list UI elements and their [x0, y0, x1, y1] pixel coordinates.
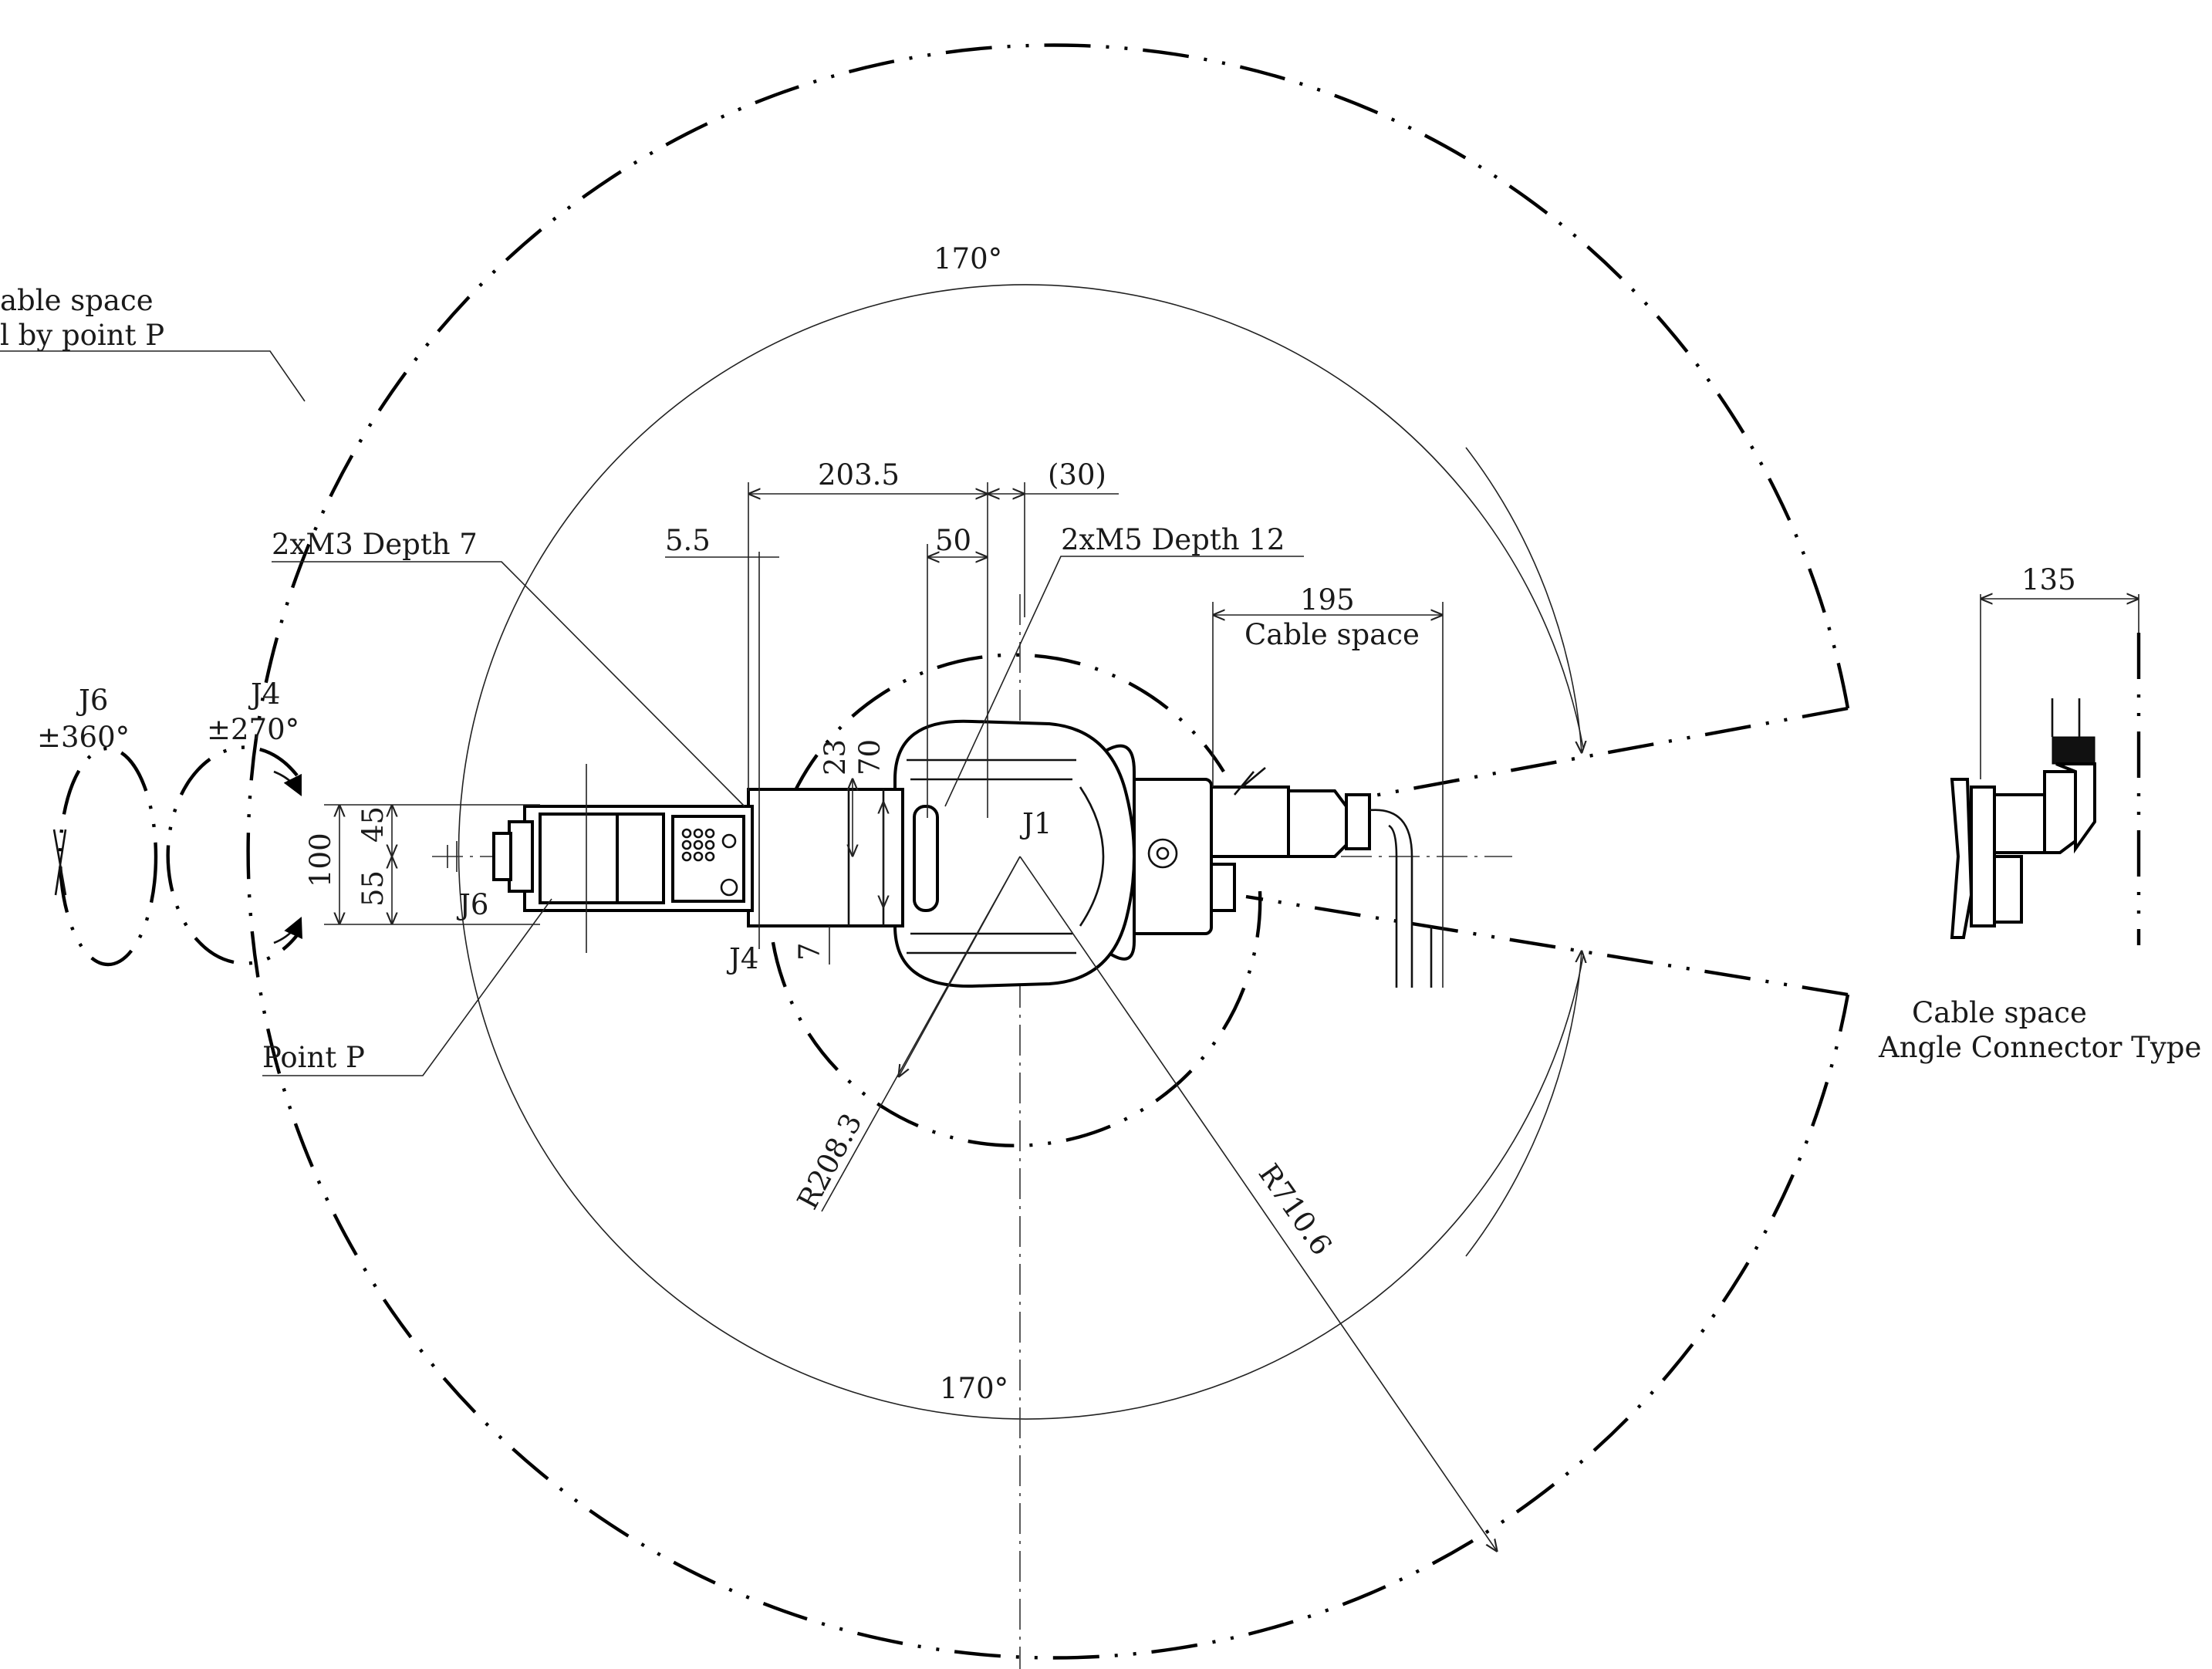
j6-range-label: ±360° [37, 721, 130, 754]
dim-50-label: 50 [935, 524, 971, 557]
inner-radius-circle [768, 653, 1262, 1147]
m5-holes-label: 2xM5 Depth 12 [1061, 523, 1285, 556]
dim-30-label: (30) [1048, 458, 1106, 492]
angle-top-label: 170° [934, 242, 1002, 275]
m3-holes-label: 2xM3 Depth 7 [272, 528, 478, 561]
dim-45-label: 45 [356, 806, 390, 843]
j6-rotation-symbol [52, 746, 158, 967]
dim-135-label: 135 [2021, 563, 2076, 596]
annotation-labels: able space l by point P J6 ±360° J4 ±270… [0, 242, 2201, 1405]
dim-70-label: 70 [853, 739, 886, 775]
j1-label: J1 [1019, 807, 1052, 840]
r208-3-label: R208.3 [791, 1108, 869, 1215]
allowable-cable-space-label: able space [0, 284, 154, 317]
cable-space-label: Cable space [1244, 618, 1420, 651]
j6-name-label: J6 [76, 684, 108, 717]
j4-rotation-symbol [166, 745, 302, 965]
point-p-label: Point P [262, 1041, 365, 1074]
r710-6-label: R710.6 [1252, 1157, 1339, 1261]
robot-body [492, 719, 1433, 988]
side-cable-space-label: Cable space [1912, 996, 2087, 1029]
angle-connector-type-label: Angle Connector Type [1878, 1031, 2201, 1064]
j6-axis-label: J6 [456, 888, 488, 921]
dimension-lines [0, 350, 1497, 1551]
j4-name-label: J4 [248, 677, 280, 711]
dim-195-label: 195 [1300, 583, 1355, 617]
angle-bottom-label: 170° [940, 1372, 1008, 1405]
angle-connector-side-view [1950, 594, 2141, 945]
dim-7-label: 7 [793, 942, 826, 961]
j4-range-label: ±270° [207, 713, 299, 746]
dim-5-5-label: 5.5 [665, 524, 711, 557]
j1-swing-arc [458, 284, 1583, 1420]
dim-55-label: 55 [356, 870, 390, 907]
allowable-cable-space-by-point-label: l by point P [0, 319, 164, 352]
dim-100-label: 100 [304, 833, 337, 887]
dim-203-5-label: 203.5 [818, 458, 900, 492]
dim-23-label: 23 [819, 739, 852, 775]
j4-axis-label: J4 [726, 942, 758, 975]
tool-holes-pattern [681, 828, 738, 897]
